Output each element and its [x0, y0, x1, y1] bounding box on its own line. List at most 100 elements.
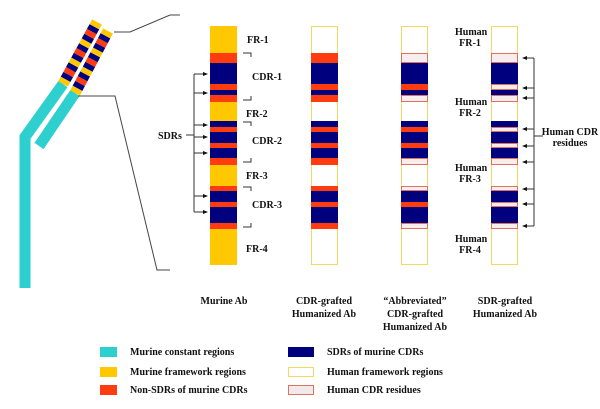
sdr-segment	[311, 63, 338, 84]
human-cdr-residue-segment	[491, 186, 518, 191]
sdr-segment	[210, 63, 237, 84]
cdr-bracket-top	[243, 52, 252, 57]
heavy-chain-constant	[19, 80, 68, 288]
legend-label: Non-SDRs of murine CDRs	[130, 385, 248, 396]
cdr-bracket-bottom	[243, 96, 252, 101]
label-cdr1: CDR-1	[252, 72, 282, 83]
light-chain-variable-stripe	[90, 47, 103, 58]
non-sdr-segment	[311, 158, 338, 165]
sdr-segment	[491, 90, 518, 95]
arrowhead-icon	[522, 96, 527, 100]
heavy-chain-variable-stripe	[71, 52, 84, 63]
light-chain-variable-stripe	[82, 61, 96, 72]
legend-swatch-non-sdr	[100, 385, 117, 395]
label-cdr3: CDR-3	[252, 200, 282, 211]
light-chain-variable-stripe	[92, 42, 106, 53]
arrowhead-icon	[522, 56, 527, 60]
label-fr3: FR-3	[246, 171, 268, 182]
human-cdr-residue-segment	[491, 223, 518, 229]
sdr-segment	[311, 121, 338, 127]
label-sdrs: SDRs	[158, 131, 182, 142]
arrowhead-icon	[203, 135, 208, 139]
sdr-segment	[210, 90, 237, 95]
non-sdr-segment	[311, 202, 338, 207]
arrowhead-icon	[203, 123, 208, 127]
label-cdr2: CDR-2	[252, 136, 282, 147]
sdr-segment	[491, 207, 518, 223]
label-fr2: FR-2	[246, 109, 268, 120]
non-sdr-segment	[210, 186, 237, 191]
light-chain-variable-stripe	[77, 71, 91, 82]
non-sdr-segment	[210, 202, 237, 207]
non-sdr-segment	[210, 143, 237, 148]
light-chain-variable-stripe	[85, 57, 98, 67]
arrowhead-icon	[203, 194, 208, 198]
legend-swatch-human-cdr	[288, 385, 314, 395]
non-sdr-segment	[401, 143, 428, 148]
heavy-chain-variable-stripe	[84, 28, 97, 39]
non-sdr-segment	[210, 127, 237, 132]
human-cdr-residue-segment	[401, 158, 428, 165]
non-sdr-segment	[311, 127, 338, 132]
human-cdr-residue-segment	[491, 202, 518, 207]
sdr-segment	[311, 148, 338, 158]
cdr-bracket-bottom	[243, 158, 252, 163]
sdr-segment	[210, 191, 237, 202]
sdr-segment	[311, 207, 338, 223]
human-cdr-residue-segment	[401, 53, 428, 63]
non-sdr-segment	[311, 84, 338, 90]
heavy-chain-variable-stripe	[63, 67, 76, 78]
zoom-connector-top	[114, 14, 180, 33]
arrowhead-icon	[522, 187, 527, 191]
human-cdr-residue-segment	[491, 84, 518, 90]
murine-framework-segment	[210, 102, 237, 121]
legend-swatch-murine-framework	[100, 367, 117, 377]
sdr-segment	[491, 121, 518, 127]
arrowhead-icon	[522, 224, 527, 228]
human-cdr-residue-segment	[401, 95, 428, 102]
non-sdr-segment	[311, 186, 338, 191]
sdr-segment	[311, 90, 338, 95]
sdr-segment	[401, 207, 428, 223]
sdr-segment	[210, 132, 237, 143]
sdr-segment	[401, 132, 428, 143]
light-chain-variable-stripe	[70, 85, 83, 96]
sdr-segment	[311, 132, 338, 143]
human-cdr-residue-segment	[491, 143, 518, 148]
cdr-bracket-bottom	[243, 223, 252, 228]
sdr-segment	[491, 63, 518, 84]
legend-label: Murine framework regions	[130, 367, 246, 378]
label-fr4: FR-4	[246, 244, 268, 255]
legend-label: SDRs of murine CDRs	[327, 347, 424, 358]
murine-framework-segment	[210, 229, 237, 265]
column-title-murine: Murine Ab	[200, 296, 248, 307]
heavy-chain-variable-stripe	[66, 62, 79, 73]
murine-framework-segment	[210, 165, 237, 186]
non-sdr-segment	[210, 84, 237, 90]
sdr-segment	[210, 148, 237, 158]
arrowhead-icon	[203, 210, 208, 214]
murine-framework-segment	[210, 26, 237, 53]
human-cdr-residue-segment	[491, 127, 518, 132]
non-sdr-segment	[311, 95, 338, 102]
heavy-chain-variable-stripe	[79, 38, 92, 49]
arrowhead-icon	[522, 160, 527, 164]
legend-swatch-murine-constant	[100, 347, 117, 357]
sdr-segment	[210, 207, 237, 223]
human-cdr-residue-segment	[491, 53, 518, 63]
arrowhead-icon	[522, 127, 527, 131]
light-chain-variable-stripe	[98, 33, 111, 44]
heavy-chain-variable-stripe	[81, 33, 94, 44]
cdr-bracket-top	[243, 121, 252, 126]
sdr-segment	[401, 63, 428, 84]
light-chain-variable-stripe	[100, 28, 113, 39]
non-sdr-segment	[210, 53, 237, 63]
sdr-segment	[401, 191, 428, 202]
heavy-chain-variable-stripe	[73, 47, 87, 59]
